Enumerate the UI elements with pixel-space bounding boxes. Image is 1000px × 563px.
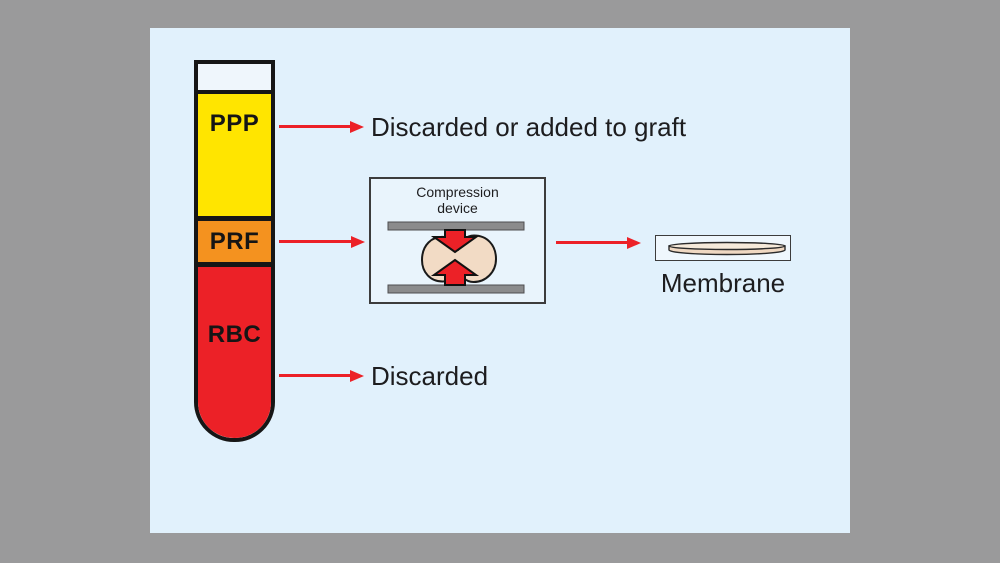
rbc-label: RBC [207,321,262,348]
rbc-outcome-text: Discarded [371,361,489,391]
prf-label: PRF [209,227,260,255]
diagram-panel: PPP PRF RBC Discarded or added to graft … [150,28,850,533]
membrane-dish-icon [668,241,786,256]
layer-divider [198,216,271,221]
compression-device-title: Compression device [416,184,499,216]
compress-arrow-down-icon [430,229,480,254]
test-tube: PPP PRF RBC [194,60,275,442]
tube-layer-ppp: PPP [198,94,271,216]
flow-arrow-ppp-icon [279,120,364,133]
flow-arrow-membrane-icon [556,236,641,249]
layer-divider [198,262,271,267]
tube-layer-prf: PRF [198,221,271,262]
flow-arrow-rbc-icon [279,369,364,382]
compression-device-box: Compression device [369,177,546,304]
ppp-outcome-text: Discarded or added to graft [371,112,687,142]
ppp-label: PPP [209,110,260,137]
membrane-tray [655,235,791,261]
tube-layer-air [198,64,271,90]
flow-arrow-prf-icon [279,235,365,248]
membrane-dish-top [668,241,786,251]
layer-divider [198,90,271,94]
membrane-label: Membrane [660,268,786,298]
press-plate-top-icon [387,221,525,231]
press-plate-bottom-icon [387,284,525,294]
compress-arrow-up-icon [430,258,480,286]
tube-layer-rbc: RBC [198,267,271,438]
compression-device-graphic [387,221,525,294]
